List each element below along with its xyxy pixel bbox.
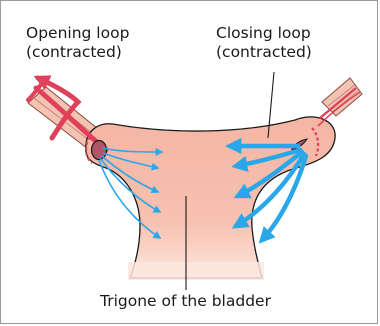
opening-loop-label-line1: Opening loop xyxy=(26,24,129,42)
trigone-label: Trigone of the bladder xyxy=(99,292,272,310)
closing-loop-label-line1: Closing loop xyxy=(216,24,311,42)
opening-loop-label-line2: (contracted) xyxy=(26,43,122,61)
trigone-body xyxy=(86,117,335,278)
closing-loop-label-line2: (contracted) xyxy=(216,43,312,61)
opening-loop-muscle xyxy=(28,78,106,150)
